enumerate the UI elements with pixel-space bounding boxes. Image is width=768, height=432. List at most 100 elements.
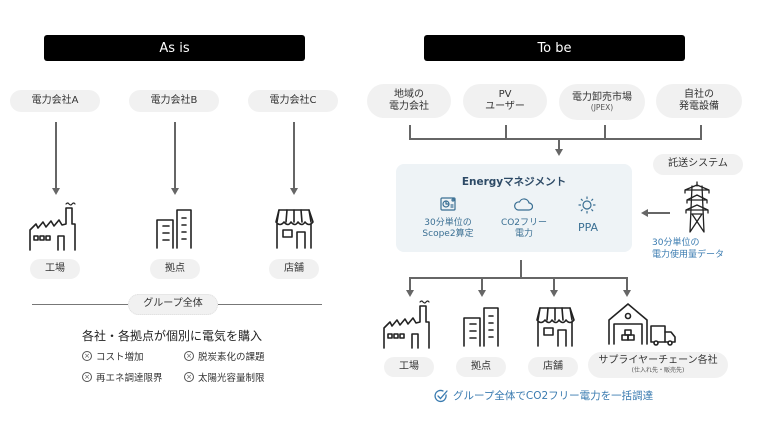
transmission-pill: 託送システム	[653, 154, 743, 175]
source-pill: 自社の発電設備	[656, 84, 742, 118]
supplier-label: 電力会社B	[150, 94, 198, 106]
issue-item: × 脱炭素化の課題	[184, 349, 265, 363]
destination-pill-store: 店舗	[269, 259, 319, 279]
store-icon	[536, 307, 575, 347]
transmission-label: 託送システム	[668, 158, 728, 170]
source-line2: 電力会社	[389, 101, 429, 112]
destination-label: 拠点	[165, 262, 185, 274]
connector-line	[604, 125, 606, 139]
group-pill: グループ全体	[128, 294, 218, 315]
factory-icon	[383, 300, 430, 349]
destination-label: サプライヤーチェーン各社	[598, 355, 718, 367]
energy-item-line1: PPA	[577, 221, 599, 234]
chart-report-icon	[440, 197, 456, 211]
to-be-header: To be	[424, 35, 685, 61]
issue-label: 再エネ調達限界	[96, 373, 163, 384]
supplier-pill-c: 電力会社C	[248, 90, 338, 112]
energy-item-line2: 電力	[514, 229, 533, 240]
connector-line	[409, 125, 411, 139]
arrow-head	[623, 290, 631, 297]
sun-icon	[578, 196, 596, 214]
energy-item-ppa: PPA	[558, 221, 618, 235]
destination-label: 店舗	[543, 360, 563, 372]
supplier-pill-b: 電力会社B	[129, 90, 219, 112]
connector-line	[505, 125, 507, 139]
x-circle-icon: ×	[82, 351, 92, 361]
connector-line	[409, 138, 702, 140]
connector-line	[558, 138, 560, 150]
usage-data-line1: 30分単位の	[652, 238, 700, 248]
energy-management-title: Energyマネジメント	[461, 176, 567, 188]
cloud-icon	[514, 198, 533, 211]
connector-line	[409, 277, 411, 291]
arrow-head	[550, 290, 558, 297]
energy-item-line2: Scope2算定	[422, 229, 474, 240]
x-circle-icon: ×	[184, 372, 194, 382]
issue-label: コスト増加	[96, 352, 144, 363]
destination-pill-supply-chain: サプライヤーチェーン各社(仕入れ先・販売先)	[588, 352, 728, 378]
issue-item: × 再エネ調達限界	[82, 370, 163, 384]
connector-line	[409, 277, 627, 279]
source-line2: ユーザー	[485, 101, 525, 112]
supplier-label: 電力会社A	[31, 94, 79, 106]
destination-pill-store: 店舗	[528, 357, 578, 377]
destination-label: 拠点	[471, 360, 491, 372]
arrow-head	[478, 290, 486, 297]
destination-pill-factory: 工場	[384, 357, 434, 377]
destination-pill-office: 拠点	[150, 259, 200, 279]
source-line1: 地域の	[394, 88, 424, 100]
issue-item: × 太陽光容量制限	[184, 370, 265, 384]
source-pill: 地域の電力会社	[367, 84, 451, 118]
arrow-head	[52, 188, 60, 195]
warehouse-truck-icon	[608, 303, 676, 346]
arrow-head	[555, 149, 563, 156]
destination-pill-office: 拠点	[456, 357, 506, 377]
destination-sublabel: (仕入れ先・販売先)	[631, 366, 685, 374]
building-icon	[463, 307, 499, 347]
usage-data-label: 30分単位の電力使用量データ	[652, 238, 724, 261]
connector-line	[700, 125, 702, 139]
issue-item: × コスト増加	[82, 349, 144, 363]
destination-pill-factory: 工場	[30, 259, 80, 279]
source-line2: (JPEX)	[590, 103, 614, 113]
arrow-line	[648, 212, 670, 214]
arrow-head	[171, 188, 179, 195]
x-circle-icon: ×	[82, 372, 92, 382]
source-line2: 発電設備	[679, 101, 719, 112]
as-is-header: As is	[44, 35, 305, 61]
x-circle-icon: ×	[184, 351, 194, 361]
connector-line	[481, 277, 483, 291]
connector-line	[520, 260, 522, 278]
arrow-line	[293, 122, 295, 190]
destination-label: 工場	[399, 360, 419, 372]
supplier-label: 電力会社C	[269, 94, 317, 106]
check-circle-icon	[434, 389, 448, 402]
source-line1: 電力卸売市場	[572, 91, 632, 103]
energy-management-box	[396, 164, 632, 252]
destination-label: 店舗	[284, 262, 304, 274]
supplier-pill-a: 電力会社A	[10, 90, 100, 112]
issue-label: 太陽光容量制限	[198, 373, 265, 384]
energy-item-line1: 30分単位の	[424, 218, 472, 228]
store-icon	[275, 209, 314, 249]
conclusion: グループ全体でCO2フリー電力を一括調達	[434, 388, 653, 403]
energy-item-co2free: CO2フリー電力	[492, 218, 556, 241]
issue-title: 各社・各拠点が個別に電気を購入	[82, 329, 263, 343]
conclusion-text: グループ全体でCO2フリー電力を一括調達	[453, 390, 654, 402]
arrow-head-left	[641, 209, 648, 217]
building-icon	[156, 209, 192, 249]
destination-label: 工場	[45, 262, 65, 274]
connector-line	[553, 277, 555, 291]
source-line1: PV	[498, 88, 512, 100]
energy-item-line1: CO2フリー	[500, 218, 548, 228]
connector-line	[626, 277, 628, 291]
arrow-head	[290, 188, 298, 195]
usage-data-line2: 電力使用量データ	[652, 249, 725, 260]
issue-label: 脱炭素化の課題	[198, 352, 265, 363]
source-pill: 電力卸売市場(JPEX)	[559, 84, 645, 120]
factory-icon	[29, 202, 76, 251]
group-label: グループ全体	[143, 298, 203, 310]
arrow-line	[174, 122, 176, 190]
